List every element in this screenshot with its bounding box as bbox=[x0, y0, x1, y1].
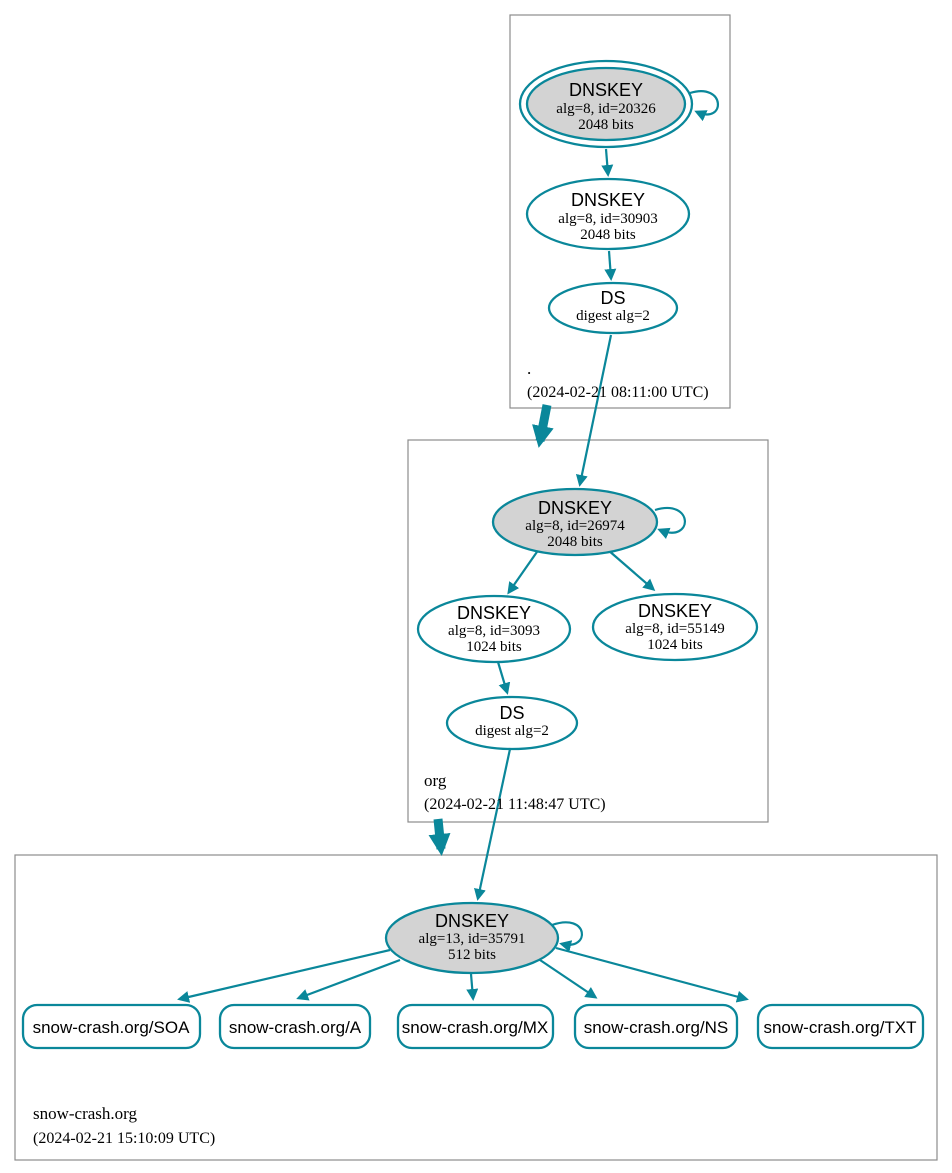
zone-box-snow-crash-org bbox=[14, 854, 938, 1161]
node-sc-ksk[interactable]: DNSKEY alg=13, id=35791 512 bits bbox=[384, 901, 560, 975]
zone-name-org: org bbox=[424, 771, 447, 790]
node-detail: 512 bits bbox=[448, 947, 496, 963]
edge-org-ksk-selfloop bbox=[654, 507, 686, 539]
node-detail: digest alg=2 bbox=[576, 308, 650, 324]
node-root-zsk[interactable]: DNSKEY alg=8, id=30903 2048 bits bbox=[525, 177, 691, 251]
edge-root-ds-to-org-ksk bbox=[575, 334, 613, 487]
node-detail: digest alg=2 bbox=[475, 723, 549, 739]
node-title: DNSKEY bbox=[538, 498, 612, 518]
edge-sc-ksk-to-mx bbox=[466, 973, 479, 1001]
node-org-zsk-3093[interactable]: DNSKEY alg=8, id=3093 1024 bits bbox=[416, 594, 572, 664]
edge-org-ksk-to-zsk2 bbox=[607, 549, 656, 591]
node-detail: alg=8, id=30903 bbox=[558, 211, 657, 227]
edge-org-ds-to-sc-ksk bbox=[474, 748, 512, 901]
rrset-label: snow-crash.org/MX bbox=[402, 1018, 548, 1037]
edge-delegation-root-to-org bbox=[532, 404, 554, 448]
node-detail: alg=8, id=20326 bbox=[556, 101, 656, 117]
node-detail: 2048 bits bbox=[578, 117, 634, 133]
node-detail: alg=13, id=35791 bbox=[419, 931, 526, 947]
node-detail: 1024 bits bbox=[466, 639, 522, 655]
zone-box-org bbox=[407, 439, 769, 823]
edge-sc-ksk-to-txt bbox=[555, 946, 749, 1003]
zone-timestamp-root: (2024-02-21 08:11:00 UTC) bbox=[527, 384, 709, 401]
edge-sc-ksk-to-soa bbox=[177, 948, 391, 1003]
edge-org-ksk-to-zsk1 bbox=[507, 548, 540, 595]
zone-name-sc: snow-crash.org bbox=[33, 1104, 138, 1123]
zone-timestamp-org: (2024-02-21 11:48:47 UTC) bbox=[424, 796, 606, 813]
node-root-ds[interactable]: DS digest alg=2 bbox=[547, 281, 679, 335]
edge-sc-ksk-to-ns bbox=[539, 959, 598, 999]
node-detail: 2048 bits bbox=[580, 227, 636, 243]
edge-root-ksk-to-zsk bbox=[601, 148, 614, 177]
node-title: DNSKEY bbox=[638, 601, 712, 621]
node-detail: alg=8, id=3093 bbox=[448, 623, 540, 639]
zone-timestamp-sc: (2024-02-21 15:10:09 UTC) bbox=[33, 1130, 215, 1147]
rrset-label: snow-crash.org/TXT bbox=[763, 1018, 916, 1037]
node-detail: alg=8, id=55149 bbox=[625, 621, 724, 637]
node-root-ksk[interactable]: DNSKEY alg=8, id=20326 2048 bits bbox=[518, 59, 694, 149]
edge-root-zsk-to-ds bbox=[604, 250, 617, 281]
edge-sc-ksk-to-a bbox=[296, 958, 401, 1001]
rrset-ns[interactable]: snow-crash.org/NS bbox=[573, 1003, 739, 1050]
rrset-label: snow-crash.org/A bbox=[229, 1018, 362, 1037]
zone-box-root bbox=[509, 14, 731, 409]
node-title: DNSKEY bbox=[457, 603, 531, 623]
node-detail: 1024 bits bbox=[647, 637, 703, 653]
edge-sc-ksk-selfloop bbox=[551, 921, 584, 952]
rrset-mx[interactable]: snow-crash.org/MX bbox=[396, 1003, 555, 1050]
node-detail: alg=8, id=26974 bbox=[525, 518, 625, 534]
edge-delegation-org-to-sc bbox=[428, 818, 451, 856]
node-title: DNSKEY bbox=[569, 80, 643, 100]
node-title: DNSKEY bbox=[435, 911, 509, 931]
node-org-zsk-55149[interactable]: DNSKEY alg=8, id=55149 1024 bits bbox=[591, 592, 759, 662]
node-detail: 2048 bits bbox=[547, 534, 603, 550]
zone-name-root: . bbox=[527, 359, 531, 378]
node-org-ksk[interactable]: DNSKEY alg=8, id=26974 2048 bits bbox=[491, 487, 659, 557]
rrset-txt[interactable]: snow-crash.org/TXT bbox=[756, 1003, 925, 1050]
node-title: DNSKEY bbox=[571, 190, 645, 210]
node-org-ds[interactable]: DS digest alg=2 bbox=[445, 695, 579, 751]
node-title: DS bbox=[499, 703, 524, 723]
node-title: DS bbox=[600, 288, 625, 308]
edge-org-zsk1-to-ds bbox=[496, 661, 511, 695]
rrset-label: snow-crash.org/NS bbox=[584, 1018, 729, 1037]
rrset-label: snow-crash.org/SOA bbox=[33, 1018, 190, 1037]
rrset-soa[interactable]: snow-crash.org/SOA bbox=[21, 1003, 202, 1050]
rrset-a[interactable]: snow-crash.org/A bbox=[218, 1003, 372, 1050]
edge-root-ksk-selfloop bbox=[689, 90, 720, 122]
